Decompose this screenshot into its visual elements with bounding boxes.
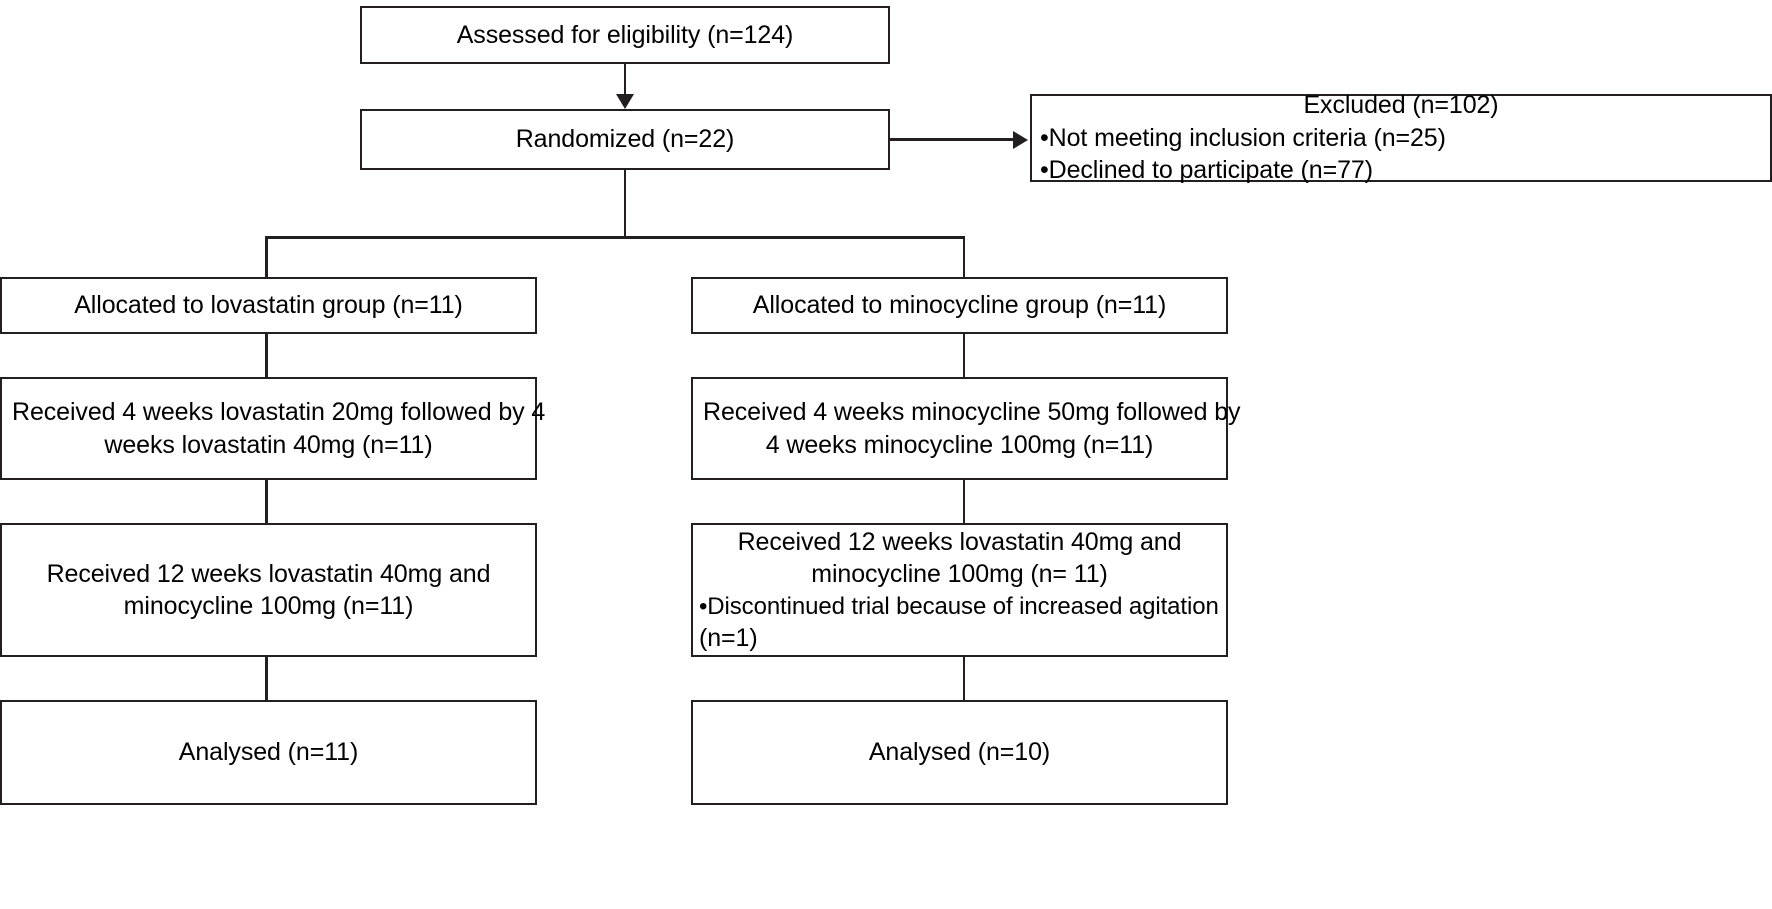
node-assessed-line-1: Assessed for eligibility (n=124) bbox=[456, 20, 794, 49]
node-assessed-for-eligibility: Assessed for eligibility (n=124) bbox=[360, 6, 890, 64]
node-randomized: Randomized (n=22) bbox=[360, 109, 890, 170]
connector-randomized-to-split-stem bbox=[623, 170, 626, 238]
node-left-allocated-lovastatin: Allocated to lovastatin group (n=11) bbox=[0, 277, 537, 334]
connector-left-allocated-to-received4w-stem bbox=[265, 334, 268, 381]
node-right-received12w-heading-line-1: Received 12 weeks lovastatin 40mg and bbox=[737, 527, 1182, 556]
node-right-analysed-line-1: Analysed (n=10) bbox=[868, 738, 1051, 767]
connector-right-received4w-to-received12w-stem bbox=[962, 480, 965, 527]
node-right-received12w-heading-line-2: minocycline 100mg (n= 11) bbox=[811, 560, 1108, 589]
node-right-allocated-line-1: Allocated to minocycline group (n=11) bbox=[752, 291, 1167, 320]
connector-randomized-to-excluded-arrowhead bbox=[1013, 130, 1028, 149]
connector-split-to-right-allocated-stem bbox=[962, 236, 965, 294]
node-left-received4w-line-1: Received 4 weeks lovastatin 20mg followe… bbox=[12, 398, 546, 426]
node-left-received-12-weeks: Received 12 weeks lovastatin 40mg and mi… bbox=[0, 523, 537, 657]
node-left-analysed: Analysed (n=11) bbox=[0, 700, 537, 805]
node-excluded: Excluded (n=102) •Not meeting inclusion … bbox=[1030, 91, 1772, 184]
connector-split-to-left-allocated-stem bbox=[265, 236, 268, 294]
connector-randomized-to-excluded-stem bbox=[890, 138, 1015, 141]
node-excluded-bullet-1: •Not meeting inclusion criteria (n=25) bbox=[1040, 123, 1446, 152]
node-left-received-4-weeks: Received 4 weeks lovastatin 20mg followe… bbox=[0, 377, 546, 480]
node-right-received4w-line-2: 4 weeks minocycline 100mg (n=11) bbox=[765, 430, 1154, 459]
node-right-received-12-weeks: Received 12 weeks lovastatin 40mg and mi… bbox=[691, 523, 1228, 657]
connector-left-received12w-to-analysed-stem bbox=[265, 657, 268, 704]
node-right-analysed: Analysed (n=10) bbox=[691, 700, 1228, 805]
node-randomized-line-1: Randomized (n=22) bbox=[515, 125, 735, 154]
connector-split-bus bbox=[265, 236, 965, 239]
connector-left-received4w-to-received12w-stem bbox=[265, 480, 268, 527]
connector-assessed-to-randomized-stem bbox=[623, 64, 626, 96]
node-right-received4w-line-1: Received 4 weeks minocycline 50mg follow… bbox=[703, 398, 1241, 426]
node-left-allocated-line-1: Allocated to lovastatin group (n=11) bbox=[74, 291, 463, 320]
node-right-received12w-bullet-2: (n=1) bbox=[699, 623, 758, 652]
node-left-received12w-line-2: minocycline 100mg (n=11) bbox=[123, 592, 414, 620]
connector-right-allocated-to-received4w-stem bbox=[962, 334, 965, 381]
node-left-received4w-line-2: weeks lovastatin 40mg (n=11) bbox=[104, 430, 433, 459]
node-excluded-bullet-2: •Declined to participate (n=77) bbox=[1040, 156, 1373, 185]
node-right-received12w-bullet-1: •Discontinued trial because of increased… bbox=[699, 592, 1219, 620]
node-right-allocated-minocycline: Allocated to minocycline group (n=11) bbox=[691, 277, 1228, 334]
node-excluded-heading: Excluded (n=102) bbox=[1303, 91, 1499, 120]
connector-right-received12w-to-analysed-stem bbox=[962, 657, 965, 704]
node-right-received-4-weeks: Received 4 weeks minocycline 50mg follow… bbox=[691, 377, 1241, 480]
node-left-analysed-line-1: Analysed (n=11) bbox=[178, 738, 359, 767]
connector-assessed-to-randomized-arrowhead bbox=[616, 94, 634, 109]
node-left-received12w-line-1: Received 12 weeks lovastatin 40mg and bbox=[46, 559, 491, 588]
